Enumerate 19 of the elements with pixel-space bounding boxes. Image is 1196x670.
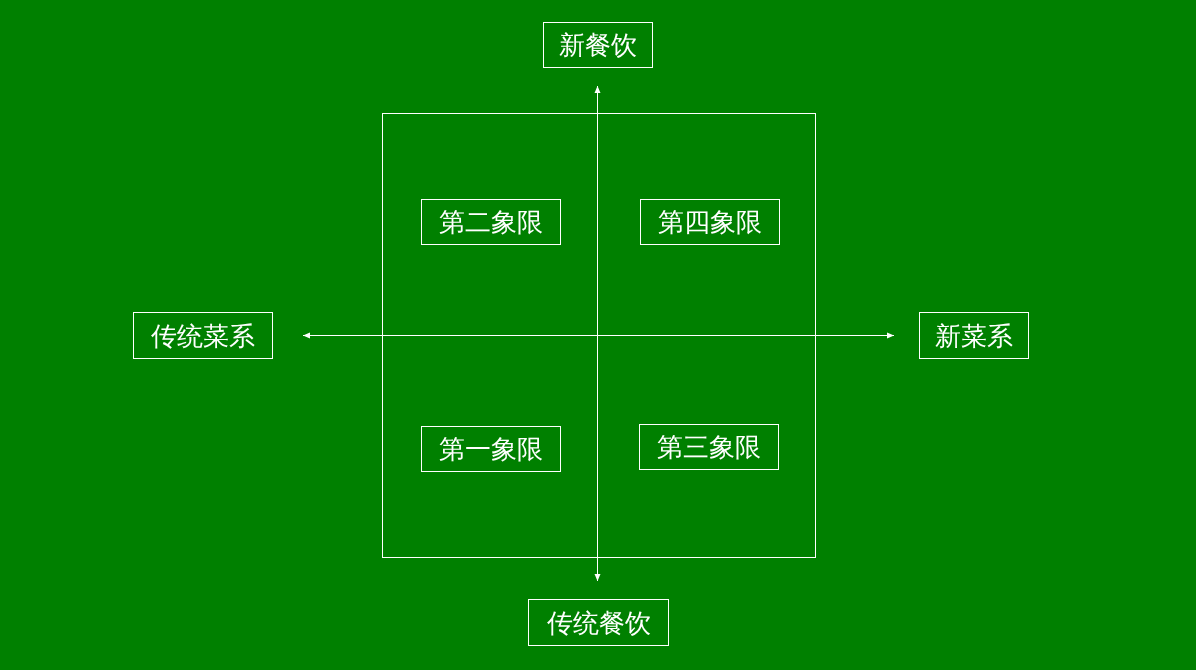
label-text: 新餐饮 bbox=[559, 32, 637, 58]
label-box bbox=[639, 424, 779, 470]
label-text: 第二象限 bbox=[439, 209, 543, 235]
label-text: 第四象限 bbox=[658, 209, 762, 235]
label-box bbox=[919, 312, 1029, 359]
label-text: 第一象限 bbox=[439, 436, 543, 462]
label-box bbox=[421, 199, 561, 245]
label-text: 第三象限 bbox=[657, 434, 761, 460]
label-box bbox=[421, 426, 561, 472]
label-text: 传统菜系 bbox=[151, 322, 255, 349]
label-box bbox=[640, 199, 780, 245]
label-box bbox=[528, 599, 669, 646]
quadrant-frame bbox=[382, 113, 816, 558]
label-text: 新菜系 bbox=[935, 322, 1013, 349]
axis-arrow bbox=[302, 332, 895, 339]
label-box bbox=[543, 22, 653, 68]
label-box bbox=[133, 312, 273, 359]
label-text: 传统餐饮 bbox=[546, 609, 651, 636]
axis-arrow bbox=[594, 85, 601, 582]
